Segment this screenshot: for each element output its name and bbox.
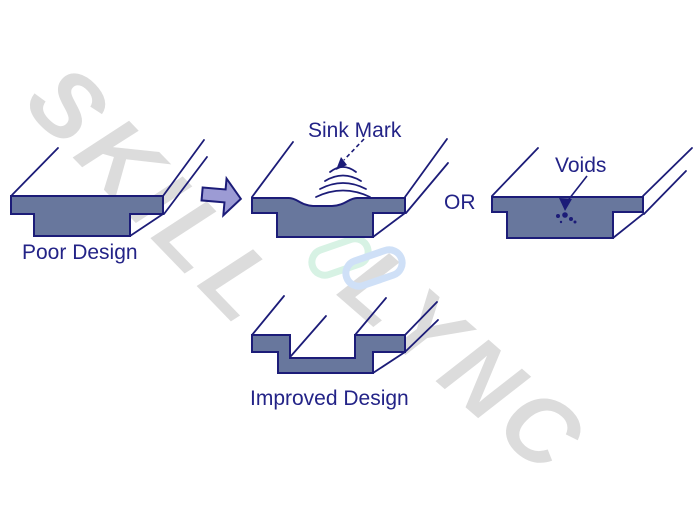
depth-line bbox=[163, 156, 208, 215]
depth-line bbox=[11, 147, 59, 196]
voids-label: Voids bbox=[555, 154, 606, 177]
skill-lync-logo-icon bbox=[308, 235, 406, 290]
depth-line bbox=[162, 139, 205, 197]
or-label: OR bbox=[444, 191, 476, 214]
improved-design-group: Improved Design bbox=[250, 295, 439, 410]
sink-ripple-arcs-icon bbox=[315, 166, 371, 198]
voids-pointer-arrow-icon bbox=[559, 175, 588, 211]
sink-mark-pointer-arrow-icon bbox=[336, 138, 365, 170]
depth-line bbox=[643, 170, 687, 215]
poor-design-label: Poor Design bbox=[22, 241, 138, 264]
depth-line bbox=[354, 297, 387, 336]
improved-design-label: Improved Design bbox=[250, 387, 409, 410]
depth-line bbox=[405, 319, 439, 352]
depth-edge bbox=[372, 351, 406, 374]
sink-mark-group: Sink Mark bbox=[251, 119, 449, 238]
logo-link-blue bbox=[342, 246, 406, 290]
depth-line bbox=[251, 295, 285, 336]
voids-group: Voids bbox=[491, 147, 693, 239]
void-bubbles-icon bbox=[556, 212, 577, 224]
depth-line bbox=[491, 147, 539, 197]
depth-edge bbox=[129, 213, 164, 237]
depth-line bbox=[405, 162, 449, 214]
sink-mark-label: Sink Mark bbox=[308, 119, 402, 142]
depth-edge bbox=[612, 213, 644, 239]
depth-edge bbox=[372, 212, 406, 238]
poor-design-group: Poor Design bbox=[10, 139, 208, 264]
depth-line bbox=[251, 141, 294, 198]
depth-line bbox=[642, 147, 693, 197]
right-block-arrow-icon bbox=[200, 175, 243, 218]
depth-line bbox=[404, 301, 438, 336]
depth-line bbox=[404, 138, 448, 198]
depth-line bbox=[290, 315, 327, 357]
sink-mark-cross-section bbox=[251, 197, 406, 238]
